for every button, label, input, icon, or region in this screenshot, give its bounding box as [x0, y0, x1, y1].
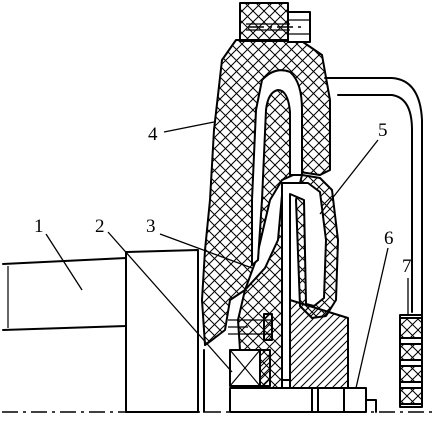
- base-lower-block: [229, 387, 349, 413]
- diffuser-channel: [281, 182, 327, 381]
- label-5: 5: [378, 120, 388, 141]
- base-left-wall: [197, 299, 205, 413]
- label-3: 3: [146, 216, 156, 237]
- label-7: 7: [402, 256, 412, 277]
- label-1: 1: [34, 216, 44, 237]
- label-2: 2: [95, 216, 105, 237]
- return-channel: [251, 69, 303, 266]
- leader-6: [355, 247, 389, 389]
- leader-3: [159, 233, 253, 269]
- hub-block: [125, 249, 199, 413]
- shaft-sleeve: [289, 299, 349, 389]
- leader-1: [45, 233, 83, 291]
- leader-4: [163, 121, 215, 133]
- top-cap: [239, 2, 289, 42]
- leader-5: [319, 139, 379, 215]
- label-6: 6: [384, 228, 394, 249]
- label-4: 4: [148, 124, 158, 145]
- shaft-part-1: [2, 257, 127, 331]
- outer-casing-inner-line: [337, 94, 413, 313]
- leader-2: [107, 231, 233, 373]
- seal-part-6: [343, 387, 367, 413]
- outer-casing-outline: [324, 77, 423, 405]
